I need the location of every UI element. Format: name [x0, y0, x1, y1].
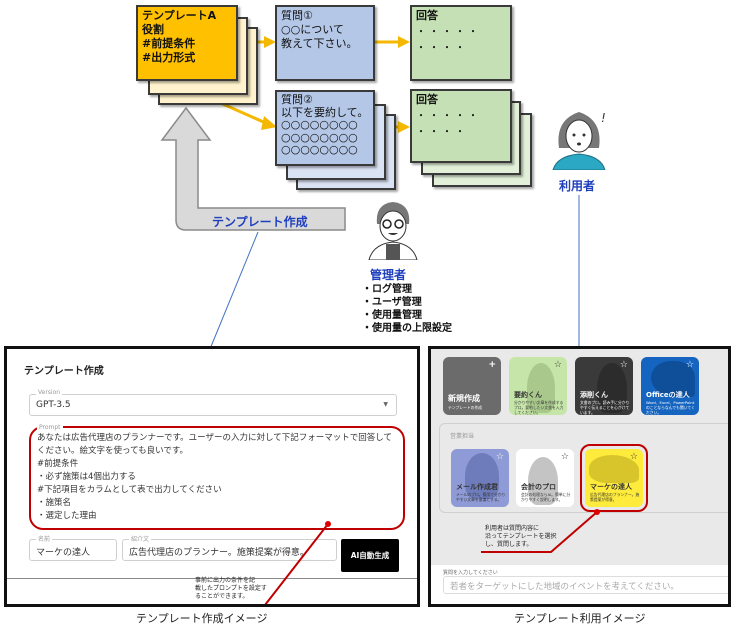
silhouette-icon	[465, 453, 499, 499]
ai-generate-button[interactable]: AI自動生成	[341, 539, 399, 572]
tile-title: 添削くん	[580, 391, 608, 399]
name-input[interactable]: 名前 マーケの達人	[29, 534, 117, 561]
section-sales: 営業担当	[439, 423, 728, 513]
template-creation-label: テンプレート作成	[212, 215, 308, 229]
user-label: 利用者	[559, 179, 596, 193]
tile-title: Officeの達人	[646, 391, 690, 399]
creation-annotation: 事前に出力の条件を記 載したプロンプトを設定す ることができます。	[195, 577, 267, 600]
answer2-title: 回答	[416, 93, 438, 106]
version-value: GPT-3.5	[36, 400, 71, 410]
dialog-title: テンプレート作成	[24, 366, 104, 377]
answer1-dots2: ・・・・	[416, 43, 468, 54]
intro-input[interactable]: 紹介文 広告代理店のプランナー。施策提案が得意。	[122, 534, 337, 561]
admin-label: 管理者	[370, 268, 407, 282]
tile-desc: Word、Excel、PowerPointのことならなんでも聞いてください。	[646, 400, 695, 415]
question2-text: 質問② 以下を要約して。 ○○○○○○○○ ○○○○○○○○ ○○○○○○○○	[281, 93, 369, 156]
intro-value: 広告代理店のプランナー。施策提案が得意。	[129, 548, 309, 558]
tile-desc: 会計の処理ならAI。簡単に分かりやすく説明します。	[521, 492, 571, 502]
admin-duty: ・ログ管理	[362, 284, 412, 295]
template-card: テンプレートA 役割 #前提条件 #出力形式	[136, 5, 238, 81]
star-icon[interactable]: ☆	[560, 452, 569, 462]
answer1-dots1: ・・・・・	[416, 27, 481, 38]
tile-title: メール作成君	[456, 483, 498, 491]
admin-avatar-icon	[368, 202, 418, 260]
template-card-text: テンプレートA 役割 #前提条件 #出力形式	[142, 9, 217, 64]
admin-duty: ・使用量管理	[362, 310, 422, 321]
admin-duty: ・使用量の上限設定	[362, 323, 452, 334]
usage-annotation: 利用者は質問内容に 沿ってテンプレートを選択 し、質問します。	[485, 525, 557, 548]
answer2-card: 回答 ・・・・・ ・・・・	[410, 89, 512, 163]
tile-office[interactable]: ☆ Officeの達人 Word、Excel、PowerPointのことならなん…	[641, 357, 699, 415]
user-avatar-icon: !	[552, 111, 606, 170]
answer1-card: 回答 ・・・・・ ・・・・	[410, 5, 512, 81]
question-placeholder: 若者をターゲットにした地域のイベントを考えてください。	[450, 582, 679, 592]
tile-desc: メールのプロ。簡潔で分かりやすい文章を意識とする。	[456, 492, 506, 502]
template-usage-screenshot: + 新規作成 テンプレートの作成 ☆ 要約くん 分かりやすい文章を作成するプロ。…	[428, 346, 731, 607]
admin-duties-list: ・ログ管理 ・ユーザ管理 ・使用量管理 ・使用量の上限設定	[362, 283, 452, 335]
star-icon[interactable]: ☆	[629, 452, 638, 462]
usage-caption: テンプレート利用イメージ	[514, 612, 646, 625]
tile-accounting[interactable]: ☆ 会計のプロ 会計の処理ならAI。簡単に分かりやすく説明します。	[516, 449, 574, 507]
tile-marketing[interactable]: ☆ マーケの達人 広告代理店のプランナー。施策提案が得意。	[585, 449, 643, 507]
chevron-down-icon: ▼	[383, 401, 388, 408]
tile-new-template[interactable]: + 新規作成 テンプレートの作成	[443, 357, 501, 415]
tile-summary[interactable]: ☆ 要約くん 分かりやすい文章を作成するプロ。要約したい文書を入力してください。	[509, 357, 567, 415]
tile-desc: 文書のプロ。読み手に分かりやすく伝えることを心がけています。	[580, 400, 630, 415]
leader-line-creation	[209, 231, 259, 350]
tile-desc: 広告代理店のプランナー。施策提案が得意。	[590, 492, 640, 502]
star-icon[interactable]: ☆	[553, 360, 562, 370]
template-creation-screenshot: テンプレート作成 Version GPT-3.5 ▼ Prompt あなたは広告…	[4, 346, 420, 607]
star-icon[interactable]: ☆	[685, 360, 694, 370]
prompt-label: Prompt	[37, 424, 63, 431]
version-select[interactable]: Version GPT-3.5 ▼	[29, 389, 397, 416]
tile-mail[interactable]: ☆ メール作成君 メールのプロ。簡潔で分かりやすい文章を意識とする。	[451, 449, 509, 507]
tile-title: 要約くん	[514, 391, 542, 399]
name-label: 名前	[36, 534, 53, 543]
annotation-pointer	[481, 509, 600, 553]
prompt-value: あなたは広告代理店のプランナーです。ユーザーの入力に対して下記フォーマットで回答…	[37, 433, 392, 521]
tile-proofread[interactable]: ☆ 添削くん 文書のプロ。読み手に分かりやすく伝えることを心がけています。	[575, 357, 633, 415]
silhouette-icon	[597, 363, 627, 413]
tile-desc: 分かりやすい文章を作成するプロ。要約したい文書を入力してください。	[514, 400, 564, 415]
answer2-dots1: ・・・・・	[416, 111, 481, 122]
star-icon[interactable]: ☆	[619, 360, 628, 370]
name-value: マーケの達人	[36, 548, 91, 558]
prompt-textarea[interactable]: Prompt あなたは広告代理店のプランナーです。ユーザーの入力に対して下記フォ…	[29, 424, 405, 530]
annotation-pointer	[193, 521, 331, 604]
tile-title: 新規作成	[448, 394, 480, 403]
silhouette-icon	[528, 457, 558, 505]
answer2-dots2: ・・・・	[416, 127, 468, 138]
tile-title: 会計のプロ	[521, 483, 556, 491]
plus-icon: +	[488, 360, 496, 370]
question1-card: 質問① ○○について 教えて下さい。	[275, 5, 375, 81]
admin-duty: ・ユーザ管理	[362, 297, 422, 308]
question-input-label: 質問を入力してください	[443, 570, 498, 576]
tile-desc: テンプレートの作成	[448, 405, 483, 410]
divider	[7, 578, 417, 579]
question-input[interactable]: 若者をターゲットにした地域のイベントを考えてください。	[443, 576, 728, 594]
creation-caption: テンプレート作成イメージ	[136, 612, 268, 625]
silhouette-icon	[589, 455, 639, 483]
question2-card: 質問② 以下を要約して。 ○○○○○○○○ ○○○○○○○○ ○○○○○○○○	[275, 90, 375, 166]
selected-highlight	[580, 444, 648, 512]
intro-label: 紹介文	[129, 534, 152, 543]
question1-text: 質問① ○○について 教えて下さい。	[281, 9, 358, 50]
tile-title: マーケの達人	[590, 483, 632, 491]
svg-text:!: !	[601, 111, 606, 125]
star-icon[interactable]: ☆	[495, 452, 504, 462]
silhouette-icon	[527, 363, 555, 413]
silhouette-icon	[651, 361, 695, 397]
question-area: 質問を入力してください 若者をターゲットにした地域のイベントを考えてください。	[431, 565, 728, 604]
template-creation-arrow	[160, 106, 346, 231]
answer1-title: 回答	[416, 9, 438, 22]
section-label: 営業担当	[450, 433, 475, 440]
version-label: Version	[36, 389, 63, 396]
